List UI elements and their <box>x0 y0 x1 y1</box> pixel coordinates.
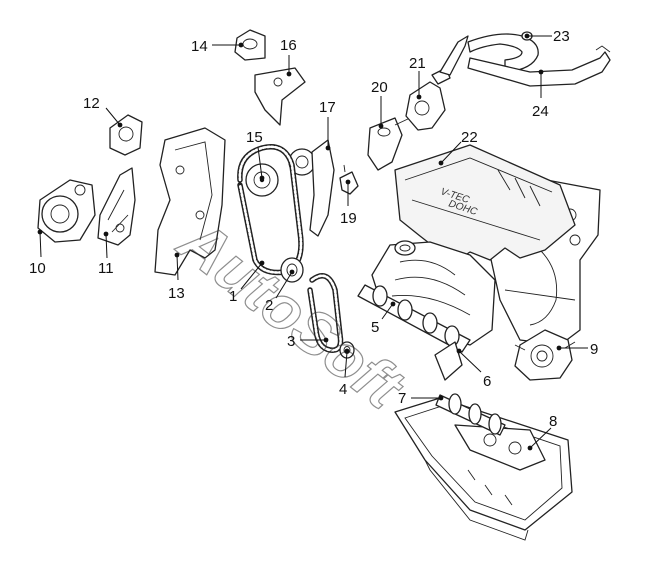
water-pump <box>37 179 96 243</box>
water-pipes <box>439 31 611 87</box>
callout-label-19: 19 <box>340 210 357 227</box>
callout-7: 7 <box>398 390 444 407</box>
timing-belt <box>237 144 304 276</box>
callout-label-10: 10 <box>29 260 46 277</box>
callout-label-2: 2 <box>265 297 273 314</box>
callout-12: 12 <box>83 95 123 128</box>
callout-23: 23 <box>524 28 570 45</box>
callout-label-23: 23 <box>553 28 570 45</box>
callout-label-20: 20 <box>371 79 388 96</box>
water-outlet <box>405 67 451 131</box>
callout-label-1: 1 <box>229 288 237 305</box>
watermark: AutoSoft <box>165 205 417 423</box>
callout-label-24: 24 <box>532 103 549 120</box>
callout-8: 8 <box>527 413 557 451</box>
callout-label-7: 7 <box>398 390 406 407</box>
callout-20: 20 <box>371 79 388 129</box>
callout-label-17: 17 <box>319 99 336 116</box>
pump-bracket <box>97 167 136 246</box>
cam-pulley <box>245 148 316 197</box>
idler-mount <box>109 114 143 156</box>
callout-17: 17 <box>319 99 336 151</box>
callout-label-13: 13 <box>168 285 185 302</box>
callout-label-21: 21 <box>409 55 426 72</box>
callout-label-15: 15 <box>246 129 263 146</box>
balancer-belt <box>307 273 344 353</box>
belt-cover-strip <box>309 139 335 237</box>
callout-label-22: 22 <box>461 129 478 146</box>
sensor <box>339 164 359 195</box>
callout-label-14: 14 <box>191 38 208 55</box>
callout-1: 1 <box>229 260 265 305</box>
callout-label-6: 6 <box>483 373 491 390</box>
camshaft <box>357 284 471 381</box>
callout-16: 16 <box>280 37 297 77</box>
mount-bracket <box>254 67 306 126</box>
callout-11: 11 <box>98 231 114 277</box>
callout-label-3: 3 <box>287 333 295 350</box>
callout-6: 6 <box>456 348 491 390</box>
callout-9: 9 <box>556 341 598 358</box>
callout-21: 21 <box>409 55 426 100</box>
oil-pan <box>394 397 573 541</box>
callout-label-5: 5 <box>371 319 379 336</box>
callout-14: 14 <box>191 38 244 55</box>
callout-4: 4 <box>339 348 350 398</box>
thermostat-housing <box>367 117 411 171</box>
callout-24: 24 <box>532 69 549 120</box>
intake-manifold <box>371 240 496 346</box>
callout-3: 3 <box>287 333 329 350</box>
callout-19: 19 <box>340 179 357 227</box>
callout-label-4: 4 <box>339 381 347 398</box>
callout-2: 2 <box>265 269 295 314</box>
callout-5: 5 <box>371 301 396 336</box>
timing-cover <box>154 127 226 276</box>
callout-15: 15 <box>246 129 265 181</box>
callout-10: 10 <box>29 229 46 277</box>
callout-label-16: 16 <box>280 37 297 54</box>
distributor-housing <box>514 329 576 381</box>
callout-13: 13 <box>168 252 185 302</box>
crankshaft <box>435 393 506 436</box>
callout-label-8: 8 <box>549 413 557 430</box>
callout-label-11: 11 <box>98 260 114 277</box>
callout-label-12: 12 <box>83 95 100 112</box>
callout-label-9: 9 <box>590 341 598 358</box>
callout-22: 22 <box>438 129 478 166</box>
cylinder-head-cover: V-TEC DOHC <box>394 144 576 263</box>
